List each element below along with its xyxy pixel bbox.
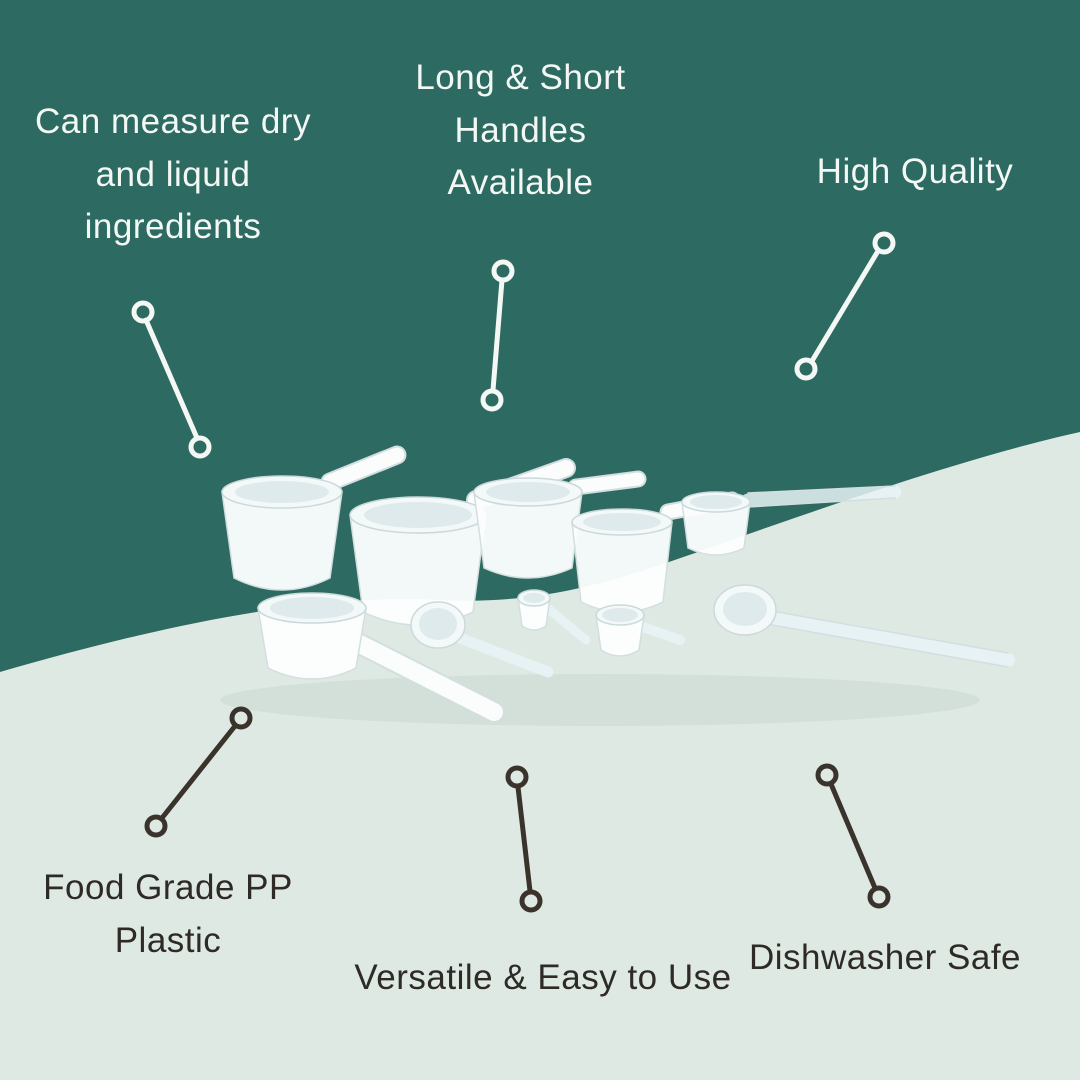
callout-versatile-label: Versatile & Easy to Use xyxy=(354,958,732,997)
connector-handles xyxy=(480,259,515,412)
scoop-cup-1 xyxy=(221,445,407,591)
spoon-round-small xyxy=(410,601,554,678)
scoop-cup-3 xyxy=(473,470,647,579)
connector-quality xyxy=(794,231,896,381)
callout-measure-label: Can measure dry and liquid ingredients xyxy=(35,102,311,246)
connector-dishwasher xyxy=(815,763,891,909)
callout-material-label: Food Grade PP Plastic xyxy=(43,868,293,960)
spoon-long-clear-handle xyxy=(713,584,1015,668)
connector-versatile xyxy=(505,765,543,913)
connector-material xyxy=(144,706,253,838)
scoop-small-long-handle xyxy=(681,485,902,556)
product-shadow xyxy=(220,674,980,726)
scoop-cup-front-handle xyxy=(257,592,505,723)
callout-quality-label: High Quality xyxy=(816,152,1014,191)
scoop-small-front xyxy=(595,604,685,657)
callout-dishwasher-label: Dishwasher Safe xyxy=(748,938,1022,977)
scoop-tiny xyxy=(517,589,591,645)
callout-handles-label: Long & Short Handles Available xyxy=(415,58,626,202)
connector-measure xyxy=(131,300,212,459)
